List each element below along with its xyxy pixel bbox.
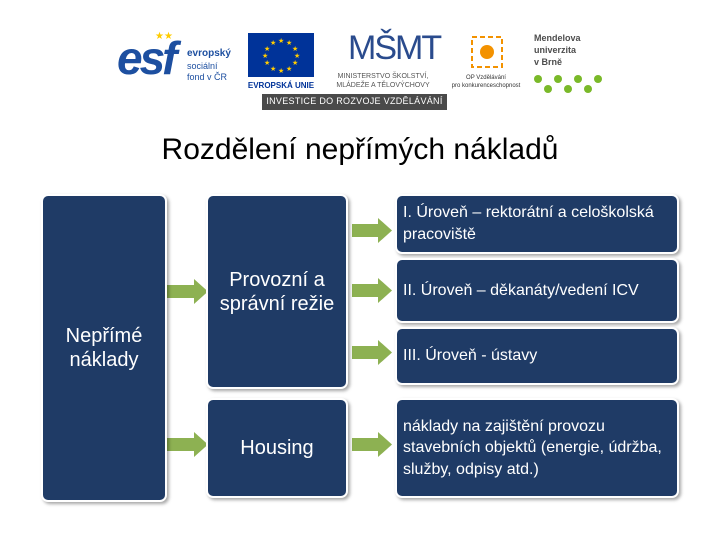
- esf-text-2: sociální: [187, 61, 218, 71]
- mendel-text-3: v Brně: [534, 57, 563, 67]
- detail-label-level2: II. Úroveň – děkanáty/vedení ICV: [403, 281, 639, 299]
- op-caption-2: pro konkurenceschopnost: [451, 83, 521, 89]
- root-label: Nepřímé náklady: [65, 325, 143, 371]
- slide-title: Rozdělení nepřímých nákladů: [161, 133, 559, 166]
- eu-caption: EVROPSKÁ UNIE: [247, 81, 315, 90]
- op-caption-1: OP Vzdělávání: [466, 75, 506, 81]
- msmt-caption-2: MLÁDEŽE A TĚLOVÝCHOVY: [336, 82, 430, 89]
- category-label-housing: Housing: [240, 437, 314, 459]
- arrow-housing-to-housing-detail: [352, 432, 392, 457]
- detail-box-level1: I. Úroveň – rektorátní a celoškolská pra…: [395, 194, 679, 254]
- root-box: Nepřímé náklady: [41, 194, 167, 502]
- esf-text-3: fond v ČR: [187, 72, 228, 82]
- category-box-housing: Housing: [206, 398, 348, 498]
- arrow-provozni-to-level2: [352, 278, 392, 303]
- op-logo: OP Vzdělávání pro konkurenceschopnost: [446, 31, 526, 93]
- esf-logo: esf ★★ evropský sociální fond v ČR: [117, 31, 245, 93]
- mendel-text-1: Mendelova: [534, 33, 581, 43]
- investment-banner: INVESTICE DO ROZVOJE VZDĚLÁVÁNÍ: [262, 94, 447, 110]
- mendel-dots-icon: [534, 75, 602, 93]
- category-label-provozni: Provozní a správní režie: [219, 268, 335, 315]
- eu-stars-icon: ★ ★ ★ ★ ★ ★ ★ ★ ★ ★ ★ ★: [262, 38, 301, 75]
- msmt-logo: MŠMT MINISTERSTVO ŠKOLSTVÍ, MLÁDEŽE A TĚ…: [322, 31, 444, 93]
- msmt-mark: MŠMT: [348, 29, 442, 67]
- eu-logo: ★ ★ ★ ★ ★ ★ ★ ★ ★ ★ ★ ★ EVROPSKÁ UNIE: [245, 31, 317, 93]
- detail-label-housing: náklady na zajištění provozu stavebních …: [403, 417, 662, 478]
- op-emblem-icon: [471, 36, 503, 68]
- detail-label-level1: I. Úroveň – rektorátní a celoškolská pra…: [403, 204, 654, 243]
- msmt-caption-1: MINISTERSTVO ŠKOLSTVÍ,: [337, 73, 429, 80]
- category-box-provozni: Provozní a správní režie: [206, 194, 348, 389]
- arrow-provozni-to-level1: [352, 218, 392, 243]
- detail-box-housing: náklady na zajištění provozu stavebních …: [395, 398, 679, 498]
- esf-mark: esf: [117, 32, 178, 84]
- arrow-root-to-housing: [165, 432, 208, 457]
- mendel-logo: Mendelova univerzita v Brně: [532, 31, 612, 97]
- detail-box-level3: III. Úroveň - ústavy: [395, 327, 679, 385]
- esf-text-1: evropský: [187, 48, 231, 59]
- mendel-text-2: univerzita: [534, 45, 577, 55]
- detail-box-level2: II. Úroveň – děkanáty/vedení ICV: [395, 258, 679, 323]
- banner-text: INVESTICE DO ROZVOJE VZDĚLÁVÁNÍ: [266, 96, 443, 106]
- detail-label-level3: III. Úroveň - ústavy: [403, 347, 538, 365]
- arrow-provozni-to-level3: [352, 340, 392, 365]
- eu-flag-icon: [248, 33, 314, 77]
- arrow-root-to-provozni: [165, 279, 208, 304]
- esf-stars-icon: ★★: [155, 31, 173, 42]
